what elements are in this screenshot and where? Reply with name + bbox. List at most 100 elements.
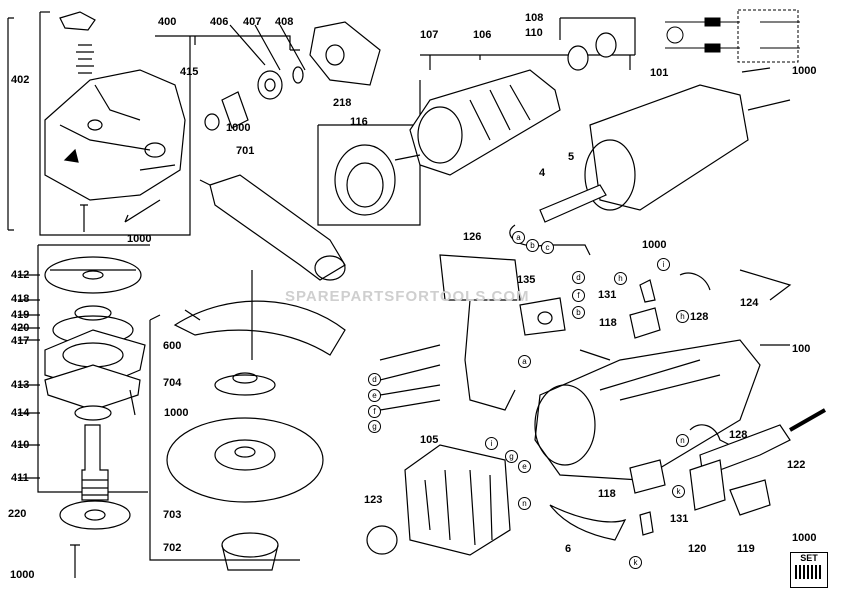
part-label-4: 4 — [539, 167, 546, 179]
part-label-419: 419 — [11, 309, 30, 321]
part-label-600: 600 — [163, 340, 182, 352]
wire-marker-b: b — [526, 239, 539, 252]
bearing-123 — [366, 525, 398, 555]
bearing-housing-116 — [334, 144, 396, 216]
brush-spring-131a — [639, 279, 656, 303]
screw-1000-c — [70, 544, 80, 578]
part-label-703: 703 — [163, 509, 182, 521]
head-group-outline — [39, 12, 191, 236]
cable-128b — [689, 424, 731, 446]
wire-marker-f-2: f — [368, 405, 381, 418]
wire-marker-n: n — [518, 497, 531, 510]
wire-marker-i-2: i — [485, 437, 498, 450]
brush-spring-131b — [639, 511, 654, 536]
part-label-402: 402 — [11, 74, 30, 86]
spring-122 — [789, 408, 826, 432]
part-label-418: 418 — [11, 293, 30, 305]
part-label-100: 100 — [792, 343, 811, 355]
part-label-408: 408 — [275, 16, 294, 28]
bearing-plate-413 — [44, 364, 141, 411]
part-label-128-a: 128 — [690, 311, 709, 323]
wire-marker-b-2: b — [572, 306, 585, 319]
part-label-131-b: 131 — [670, 513, 689, 525]
wire-marker-g-2: g — [505, 450, 518, 463]
terminal-118b — [629, 459, 666, 494]
part-label-118-a: 118 — [599, 317, 617, 329]
wiring-diagram-icon — [665, 9, 800, 63]
flange-220 — [59, 500, 131, 530]
screw-1000-b — [129, 389, 136, 416]
part-label-1000-f: 1000 — [10, 569, 35, 581]
part-label-110: 110 — [525, 27, 543, 39]
part-label-704: 704 — [163, 377, 182, 389]
part-label-118-b: 118 — [598, 488, 616, 500]
pinion-bearing-group — [204, 21, 381, 131]
grinding-disc-703 — [166, 417, 324, 503]
brush-6 — [549, 504, 627, 541]
part-label-413: 413 — [11, 379, 30, 391]
part-label-410: 410 — [11, 439, 30, 451]
part-label-1000-set: 1000 — [792, 532, 817, 544]
part-label-122: 122 — [787, 459, 806, 471]
wire-marker-a: a — [512, 231, 525, 244]
part-label-1000-a: 1000 — [792, 65, 817, 77]
stator-105 — [404, 444, 511, 556]
set-badge: SET — [790, 552, 828, 588]
switch-126 — [439, 254, 521, 301]
part-label-400: 400 — [158, 16, 177, 28]
part-label-1000-c: 1000 — [127, 233, 152, 245]
part-label-414: 414 — [11, 407, 30, 419]
set-badge-icon — [795, 565, 823, 579]
side-handle — [199, 174, 346, 281]
armature — [394, 69, 561, 176]
part-label-120: 120 — [688, 543, 707, 555]
part-label-407: 407 — [243, 16, 262, 28]
wire-marker-e-2: e — [518, 460, 531, 473]
part-label-417: 417 — [11, 335, 30, 347]
wire-marker-d: d — [572, 271, 585, 284]
capacitor-135 — [519, 297, 566, 336]
part-label-123: 123 — [364, 494, 383, 506]
wire-marker-k: k — [672, 485, 685, 498]
part-label-218: 218 — [333, 97, 352, 109]
part-label-406: 406 — [210, 16, 229, 28]
wire-marker-c: c — [541, 241, 554, 254]
part-label-128-b: 128 — [729, 429, 748, 441]
part-label-220: 220 — [8, 508, 27, 520]
wire-marker-d-2: d — [368, 373, 381, 386]
watermark: SPAREPARTSFORTOOLS.COM — [285, 288, 530, 305]
lock-button — [59, 11, 96, 31]
wheel-guard-600 — [173, 300, 346, 356]
washer-414 — [74, 405, 112, 421]
part-label-116: 116 — [350, 116, 368, 128]
part-label-701: 701 — [236, 145, 255, 157]
part-label-108: 108 — [525, 12, 544, 24]
part-label-101: 101 — [650, 67, 669, 79]
part-label-1000-d: 1000 — [642, 239, 667, 251]
part-label-411: 411 — [11, 472, 29, 484]
wire-marker-k-2: k — [629, 556, 642, 569]
part-label-135: 135 — [517, 274, 536, 286]
part-label-415: 415 — [180, 66, 199, 78]
washer-419 — [74, 305, 112, 321]
brush-holder — [539, 184, 607, 223]
lock-spring — [76, 44, 94, 74]
cable-128a — [679, 272, 711, 291]
clamping-nut-702 — [221, 532, 279, 571]
part-label-5: 5 — [568, 151, 575, 163]
pin-402 — [80, 204, 88, 232]
part-label-1000-e: 1000 — [164, 407, 189, 419]
part-label-107: 107 — [420, 29, 439, 41]
part-label-412: 412 — [11, 269, 30, 281]
terminal-118a — [629, 307, 661, 339]
slide-119 — [729, 479, 771, 516]
part-label-105: 105 — [420, 434, 439, 446]
wire-marker-h: h — [614, 272, 627, 285]
motor-frame-100 — [534, 339, 761, 481]
wire-marker-h-2: h — [676, 310, 689, 323]
gear-412 — [44, 256, 142, 294]
motor-housing-101 — [584, 84, 791, 211]
screw-1000-head — [124, 199, 161, 223]
